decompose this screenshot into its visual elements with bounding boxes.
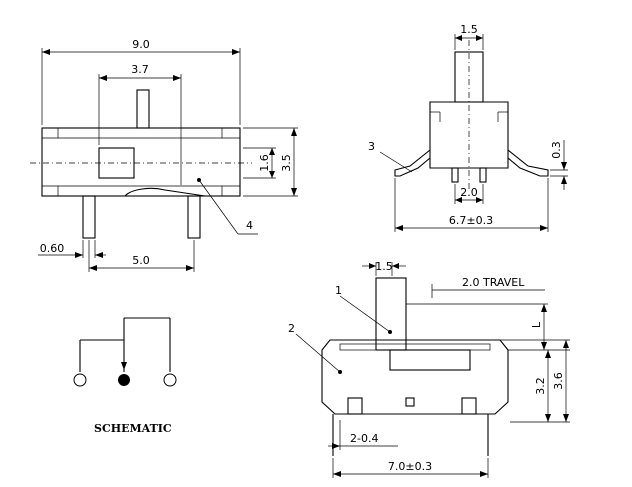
- side-view-pin-left: [451, 167, 459, 183]
- dim-front-l: L: [530, 321, 543, 328]
- side-view-leg-left: [394, 149, 431, 177]
- dim-front-knob: 1.5: [375, 260, 393, 273]
- side-view-body: [429, 101, 509, 169]
- dim-front-body: 3.2: [534, 377, 547, 395]
- dim-top-pin-pitch: 5.0: [132, 254, 150, 267]
- front-view-knob: [375, 277, 407, 351]
- schematic-pin-common: [118, 374, 130, 386]
- dim-front-width: 7.0±0.3: [388, 460, 432, 473]
- top-view-stem: [136, 89, 150, 129]
- side-view-leg-right: [507, 149, 549, 177]
- dim-top-actuator: 3.7: [131, 63, 149, 76]
- dim-side-width: 6.7±0.3: [449, 214, 493, 227]
- callout-3: 3: [368, 140, 375, 153]
- top-view: 9.0 3.7 3.5 1.6 0.60 5.0: [30, 38, 298, 272]
- front-view-slider: [389, 349, 471, 371]
- dim-top-height: 3.5: [280, 154, 293, 172]
- dim-side-pitch: 2.0: [460, 186, 478, 199]
- schematic-pin-left: [73, 373, 87, 387]
- top-view-actuator: [98, 147, 135, 179]
- dim-top-width: 9.0: [132, 38, 150, 51]
- front-view-body: [321, 339, 509, 415]
- dim-front-height: 3.6: [552, 372, 565, 390]
- dim-side-thickness: 0.3: [550, 141, 563, 159]
- schematic: SCHEMATIC: [73, 317, 177, 435]
- dim-top-pin: 0.60: [40, 242, 65, 255]
- callout-1: 1: [335, 284, 342, 297]
- callout-2: 2: [288, 322, 295, 335]
- top-view-pin-right: [187, 195, 201, 239]
- callout-4: 4: [246, 219, 253, 232]
- side-view-pin-right: [479, 167, 487, 183]
- schematic-title: SCHEMATIC: [94, 422, 172, 435]
- side-view: 1.5 0.3 2.0 6.7±0.3 3: [368, 23, 568, 232]
- dim-top-inner: 1.6: [258, 154, 271, 172]
- dim-front-pitch: 2-0.4: [350, 432, 378, 445]
- front-view: 1.5 2.0 TRAVEL L 3.2 3.6 2-0.4 7.0±0: [288, 260, 570, 478]
- dim-side-knob: 1.5: [460, 23, 478, 36]
- top-view-spring: [124, 187, 206, 197]
- front-view-mark: [405, 397, 415, 407]
- schematic-pin-right: [163, 373, 177, 387]
- dim-front-travel: 2.0 TRAVEL: [462, 276, 525, 289]
- top-view-pin-left: [82, 195, 96, 239]
